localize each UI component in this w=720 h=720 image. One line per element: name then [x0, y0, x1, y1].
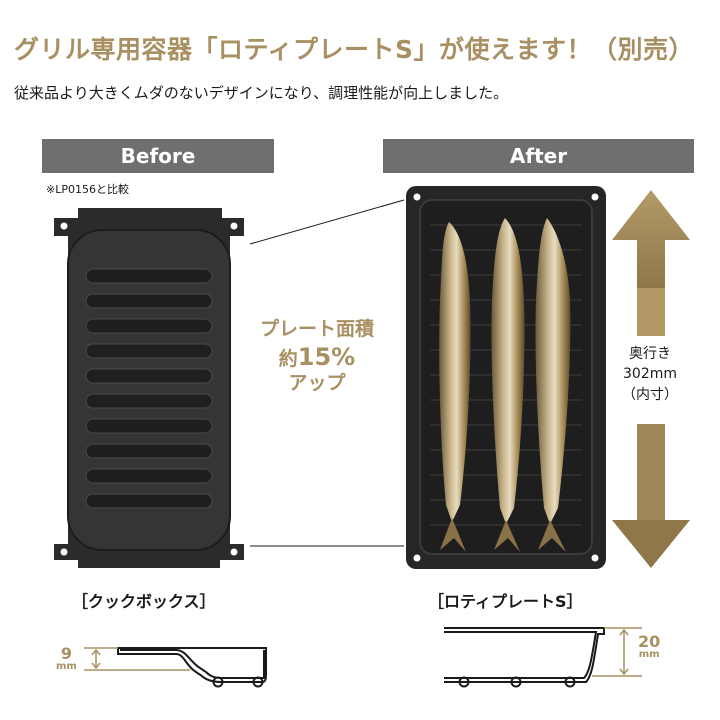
cook-box-plate	[54, 208, 244, 568]
grilled-fish	[439, 218, 571, 552]
after-header: After	[383, 139, 694, 173]
fish-middle	[491, 218, 525, 552]
area-increase-callout: プレート面積 約15% アップ	[252, 318, 382, 396]
depth-double-arrow	[612, 190, 690, 568]
comparison-note: ※LP0156と比較	[46, 183, 129, 196]
fish-right	[535, 218, 571, 552]
before-cross-section	[117, 647, 267, 688]
page-title: グリル専用容器「ロティプレートS」が使えます！（別売）	[14, 35, 695, 64]
connector-top-line	[249, 199, 405, 245]
before-depth-marker	[84, 647, 190, 671]
fish-left	[439, 222, 471, 552]
cook-box-label: ［クックボックス］	[72, 592, 216, 611]
before-header: Before	[42, 139, 274, 173]
page-subtitle: 従来品より大きくムダのないデザインになり、調理性能が向上しました。	[14, 84, 509, 102]
depth-dimension-label: 奥行き 302mm （内寸）	[614, 344, 686, 405]
area-line-2: 約15%	[278, 342, 356, 371]
after-depth-value: 20 mm	[638, 632, 661, 660]
after-cross-section	[444, 627, 605, 688]
after-depth-marker	[592, 627, 642, 677]
area-line-1: プレート面積	[259, 318, 374, 340]
before-depth-value: 9 mm	[56, 644, 77, 672]
roti-plate-label: ［ロティプレートS］	[428, 592, 583, 611]
area-line-3: アップ	[288, 371, 346, 394]
